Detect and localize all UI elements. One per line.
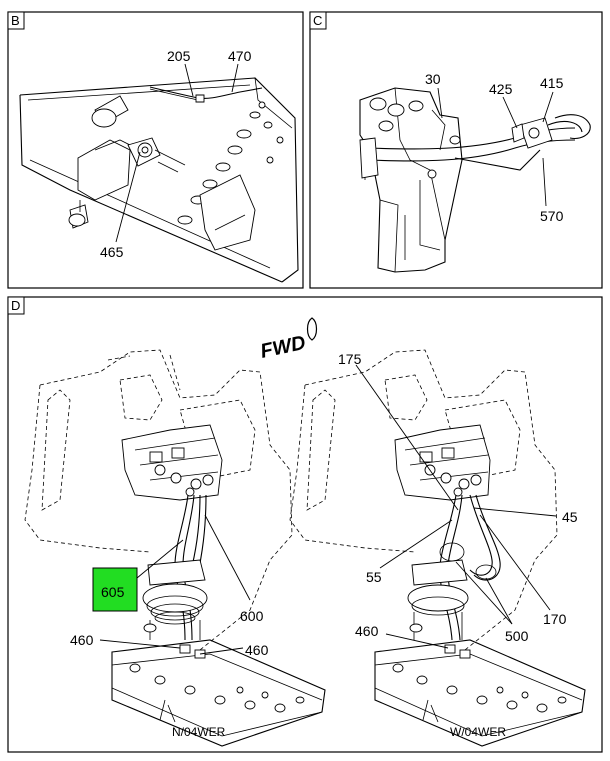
leader-500-b bbox=[455, 561, 513, 625]
leader-500-a bbox=[485, 577, 513, 625]
callout-415: 415 bbox=[540, 75, 564, 91]
panel-b: B bbox=[7, 11, 304, 289]
panel-c-letter: C bbox=[313, 13, 322, 28]
leader-460-c bbox=[385, 633, 449, 649]
frame-rail-b bbox=[19, 77, 299, 283]
leader-170 bbox=[479, 514, 551, 611]
panel-d-letter: D bbox=[11, 298, 20, 313]
rail-holes-b bbox=[177, 101, 284, 225]
callout-570: 570 bbox=[540, 208, 564, 224]
leader-600 bbox=[204, 514, 251, 601]
left-assembly: 605 600 460 460 N/04WER bbox=[24, 349, 326, 747]
panel-d-letter-box bbox=[7, 296, 25, 315]
panel-b-letter-box bbox=[7, 11, 25, 30]
callout-600: 600 bbox=[240, 608, 264, 624]
rail-holes-right bbox=[392, 663, 567, 713]
leader-470 bbox=[231, 63, 239, 93]
leader-460-a bbox=[99, 639, 181, 649]
valve-fittings-left bbox=[149, 447, 214, 497]
leader-205 bbox=[184, 63, 194, 97]
leader-465 bbox=[115, 151, 141, 243]
valve-fittings-right bbox=[419, 447, 482, 497]
callout-55: 55 bbox=[366, 569, 382, 585]
callout-45: 45 bbox=[562, 509, 578, 525]
rail-holes-left bbox=[129, 663, 305, 713]
leader-460-b bbox=[199, 647, 244, 655]
hose-bundle-c bbox=[359, 109, 591, 180]
right-assembly: 175 45 55 170 460 500 W/04WER bbox=[289, 349, 586, 747]
panel-c-letter-box bbox=[309, 11, 327, 30]
callout-205: 205 bbox=[167, 48, 191, 64]
fwd-arrow-icon bbox=[306, 317, 318, 341]
lower-rail-right bbox=[374, 639, 586, 747]
caption-right: W/04WER bbox=[450, 725, 506, 739]
leader-415 bbox=[542, 91, 554, 123]
air-spring-left bbox=[142, 559, 208, 640]
callout-470: 470 bbox=[228, 48, 252, 64]
callout-605-highlight bbox=[92, 567, 138, 612]
leader-55 bbox=[379, 519, 453, 569]
leader-175 bbox=[355, 364, 459, 511]
callout-465: 465 bbox=[100, 244, 124, 260]
callout-460-b: 460 bbox=[245, 642, 269, 658]
leader-30 bbox=[437, 87, 443, 119]
callout-605: 605 bbox=[101, 584, 125, 600]
bracket-assembly-b bbox=[68, 95, 186, 229]
callout-175: 175 bbox=[338, 351, 362, 367]
callout-460-c: 460 bbox=[355, 623, 379, 639]
callout-460-a: 460 bbox=[70, 632, 94, 648]
leader-570 bbox=[542, 157, 547, 207]
caption-left: N/04WER bbox=[172, 725, 226, 739]
panel-c: C bbox=[309, 11, 603, 289]
air-spring-right bbox=[407, 559, 469, 640]
panel-b-letter: B bbox=[11, 13, 20, 28]
leader-605 bbox=[136, 539, 184, 579]
callout-500: 500 bbox=[505, 628, 529, 644]
callout-425: 425 bbox=[489, 81, 513, 97]
leader-45 bbox=[473, 507, 557, 517]
panel-d: D FWD bbox=[7, 296, 603, 753]
panel-c-frame bbox=[309, 11, 603, 289]
callout-170: 170 bbox=[543, 611, 567, 627]
leader-425 bbox=[502, 96, 518, 129]
panel-d-frame bbox=[7, 296, 603, 753]
callout-30: 30 bbox=[425, 71, 441, 87]
